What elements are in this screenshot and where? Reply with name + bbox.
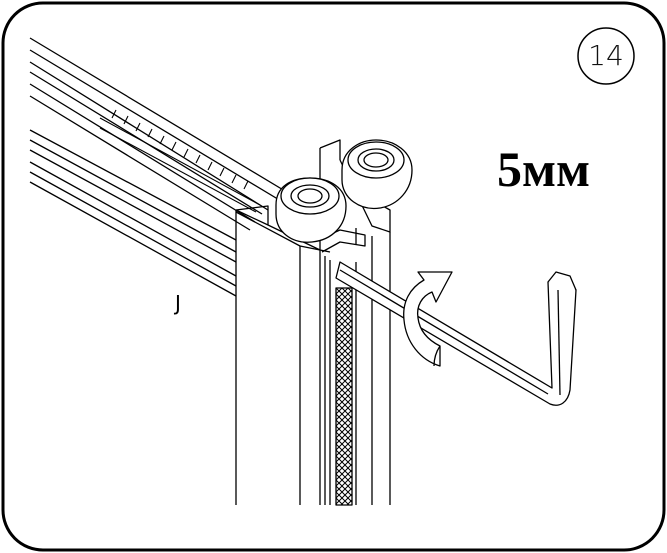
step-number-badge bbox=[577, 27, 635, 85]
track-teeth bbox=[99, 109, 261, 213]
allen-key-size-label: 5мм bbox=[497, 141, 591, 197]
brush-seal-strip bbox=[335, 287, 353, 506]
roller-wheel-icon bbox=[275, 177, 347, 243]
step-number: 14 bbox=[588, 39, 624, 72]
allen-key-icon bbox=[335, 261, 577, 406]
rotation-arrow-icon bbox=[403, 271, 453, 367]
roller-wheel-icon bbox=[341, 139, 413, 210]
part-label: J bbox=[175, 291, 181, 315]
